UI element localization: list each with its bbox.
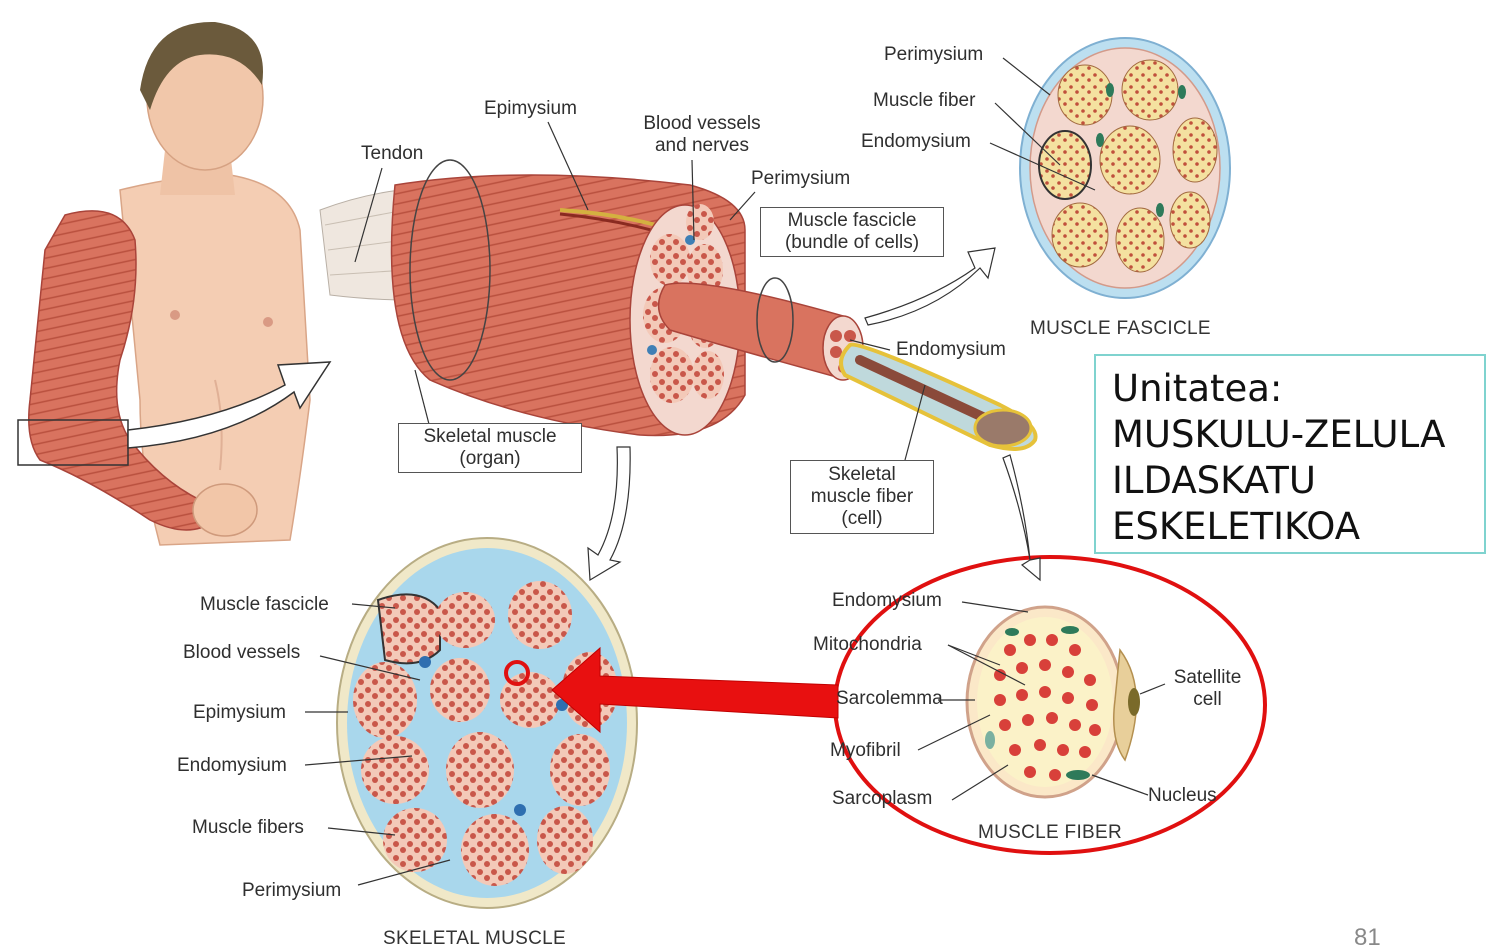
- caption-muscle-fascicle: MUSCLE FASCICLE: [1030, 318, 1211, 339]
- label-bl-endomysium: Endomysium: [177, 755, 287, 776]
- label-epimysium-top: Epimysium: [484, 98, 577, 119]
- label-br-nucleus: Nucleus: [1148, 785, 1217, 806]
- human-figure: [17, 21, 332, 546]
- label-bl-epimysium: Epimysium: [193, 702, 286, 723]
- label-blood-vessels-line1: Blood vessels: [643, 113, 761, 134]
- label-satellite-line2: cell: [1193, 689, 1222, 710]
- fascicle-cross-section: [989, 37, 1231, 299]
- label-br-sarcoplasm: Sarcoplasm: [832, 788, 933, 809]
- label-skeletal-muscle-line2: (organ): [459, 448, 521, 469]
- label-skeletal-fiber-line2: muscle fiber: [810, 486, 914, 507]
- caption-muscle-fiber: MUSCLE FIBER: [978, 822, 1123, 843]
- label-bl-blood-vessels: Blood vessels: [183, 642, 301, 663]
- label-muscle-fascicle-line2: (bundle of cells): [784, 232, 920, 253]
- unit-definition-box: Unitatea: MUSKULU-ZELULA ILDASKATU ESKEL…: [1094, 354, 1486, 554]
- label-br-sarcolemma: Sarcolemma: [836, 688, 943, 709]
- label-br-endomysium: Endomysium: [832, 590, 942, 611]
- label-tendon: Tendon: [361, 143, 424, 164]
- fascicle-tube: [657, 247, 1038, 451]
- label-skeletal-muscle-line1: Skeletal muscle: [423, 426, 557, 447]
- label-br-mitochondria: Mitochondria: [813, 634, 922, 655]
- label-muscle-fascicle-box: Muscle fascicle (bundle of cells): [760, 207, 944, 257]
- label-endomysium-tr: Endomysium: [861, 131, 971, 152]
- label-endomysium-mid: Endomysium: [896, 339, 1006, 360]
- red-highlight-arrow: [551, 646, 839, 734]
- unit-line-4: ESKELETIKOA: [1112, 505, 1361, 548]
- label-blood-vessels-nerves: Blood vessels and nerves: [634, 113, 770, 157]
- unit-line-1: Unitatea:: [1112, 367, 1283, 410]
- label-muscle-fiber-tr: Muscle fiber: [873, 90, 976, 111]
- label-satellite-line1: Satellite: [1173, 667, 1242, 688]
- label-bl-perimysium: Perimysium: [242, 880, 342, 901]
- label-skeletal-fiber-line3: (cell): [841, 508, 883, 529]
- unit-line-2: MUSKULU-ZELULA: [1112, 413, 1446, 456]
- unit-line-3: ILDASKATU: [1112, 459, 1316, 502]
- label-br-satellite-cell: Satellite cell: [1165, 667, 1250, 711]
- label-perimysium-tr: Perimysium: [884, 44, 984, 65]
- skeletal-muscle-cross-section: [304, 537, 638, 909]
- label-skeletal-fiber-line1: Skeletal: [828, 464, 896, 485]
- caption-skeletal-muscle: SKELETAL MUSCLE: [383, 928, 566, 949]
- label-skeletal-muscle-organ-box: Skeletal muscle (organ): [398, 423, 582, 473]
- label-bl-muscle-fibers: Muscle fibers: [192, 817, 304, 838]
- page-number: 81: [1354, 924, 1381, 951]
- label-skeletal-fiber-box: Skeletal muscle fiber (cell): [790, 460, 934, 534]
- label-br-myofibril: Myofibril: [830, 740, 901, 761]
- label-bl-muscle-fascicle: Muscle fascicle: [200, 594, 329, 615]
- label-blood-vessels-line2: and nerves: [654, 135, 749, 156]
- label-perimysium-mid: Perimysium: [751, 168, 851, 189]
- label-muscle-fascicle-line1: Muscle fascicle: [787, 210, 917, 231]
